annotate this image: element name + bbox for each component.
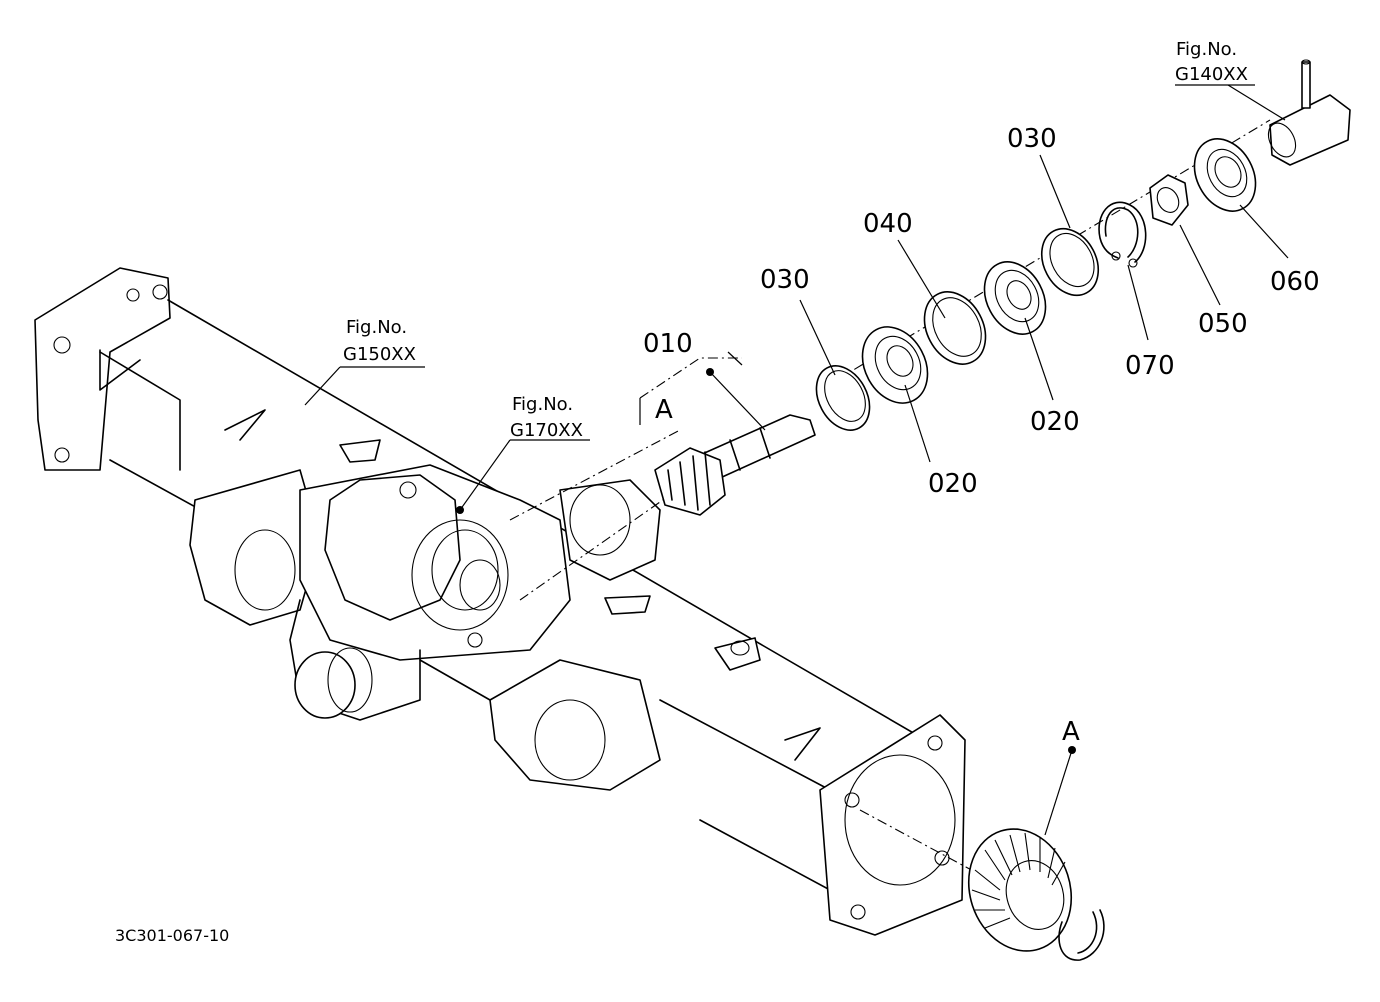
ref-g140-fig-label: Fig.No. (1176, 39, 1237, 60)
ref-g150-fig-label: Fig.No. (346, 317, 407, 338)
part-030-ring-lower (815, 365, 871, 431)
callout-010: 010 (643, 329, 693, 359)
part-010-pinion-shaft (654, 414, 816, 516)
callout-040: 040 (863, 209, 913, 239)
part-070-snap-ring (1098, 201, 1147, 268)
ring-gear (967, 828, 1073, 952)
coupling-sleeve (1267, 59, 1351, 166)
ref-g150-number: G150XX (343, 344, 416, 365)
figure-references: Fig.No. G150XX Fig.No. G170XX Fig.No. G1… (343, 39, 1248, 441)
ref-g170-fig-label: Fig.No. (512, 394, 573, 415)
part-060-oil-seal (1193, 138, 1257, 212)
callout-060: 060 (1270, 267, 1320, 297)
mark-a-ring-gear: A (1062, 717, 1080, 747)
callout-030-upper: 030 (1007, 124, 1057, 154)
ring-gear-circlip (1058, 909, 1105, 961)
drawing-number: 3C301-067-10 (115, 926, 229, 945)
part-030-ring-upper (1040, 227, 1100, 297)
ref-g170-number: G170XX (510, 420, 583, 441)
callout-070: 070 (1125, 351, 1175, 381)
axle-housing (34, 267, 966, 936)
callout-050: 050 (1198, 309, 1248, 339)
part-050-nut (1149, 174, 1189, 226)
callout-020-lower: 020 (928, 469, 978, 499)
part-020-bearing-upper (983, 261, 1047, 335)
part-020-bearing-lower (861, 326, 929, 404)
mark-a-pinion: A (655, 395, 673, 425)
callout-030-lower: 030 (760, 265, 810, 295)
ref-g140-number: G140XX (1175, 64, 1248, 85)
callout-labels: 010 030 020 040 020 030 070 050 060 A A (643, 124, 1320, 747)
callout-020-upper: 020 (1030, 407, 1080, 437)
leader-lines (304, 84, 1289, 836)
